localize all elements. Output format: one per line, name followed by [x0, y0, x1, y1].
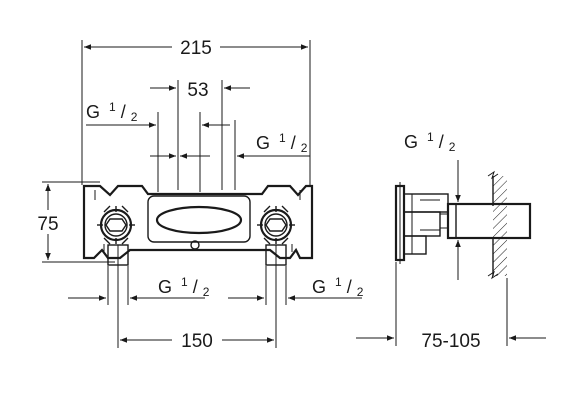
thread-slash: /	[121, 102, 126, 122]
dimension-depth-range: 75-105	[421, 331, 480, 352]
dimension-75-105: 75-105	[356, 262, 546, 352]
thread-label-inner-left: G 1 / 2	[86, 95, 230, 192]
thread-slash: /	[347, 277, 352, 297]
thread-denominator: 2	[301, 141, 308, 155]
thread-prefix: G	[158, 277, 172, 297]
thread-denominator: 2	[449, 140, 456, 154]
svg-text:G 1 / 2: G 1 / 2	[158, 270, 210, 299]
center-oval-opening	[155, 205, 243, 235]
svg-text:G 1 / 2: G 1 / 2	[86, 95, 138, 124]
thread-slash: /	[439, 132, 444, 152]
thread-label-side: G 1 / 2	[404, 125, 470, 280]
thread-numerator: 1	[181, 275, 188, 289]
dimension-150: 150	[117, 265, 277, 352]
thread-denominator: 2	[131, 110, 138, 124]
thread-denominator: 2	[357, 285, 364, 299]
thread-numerator: 1	[109, 100, 116, 114]
thread-prefix: G	[256, 133, 270, 153]
right-valve-connector	[257, 205, 295, 266]
thread-prefix: G	[86, 102, 100, 122]
dimension-total-width: 215	[180, 38, 212, 59]
dimension-outlet-spacing: 150	[181, 331, 213, 352]
svg-text:G 1 / 2: G 1 / 2	[312, 270, 364, 299]
svg-text:G 1 / 2: G 1 / 2	[256, 126, 308, 155]
center-screw-hole	[190, 240, 200, 250]
thread-denominator: 2	[203, 285, 210, 299]
thread-label-lower-right: G 1 / 2	[228, 266, 364, 305]
dimension-center-gap: 53	[187, 80, 208, 101]
thread-numerator: 1	[427, 130, 434, 144]
left-valve-connector	[97, 205, 135, 266]
thread-prefix: G	[404, 132, 418, 152]
thread-label-inner-right: G 1 / 2	[150, 120, 310, 190]
wall-section	[487, 170, 507, 280]
dimension-75: 75	[32, 181, 115, 263]
thread-numerator: 1	[279, 131, 286, 145]
dimension-height: 75	[37, 214, 58, 235]
thread-numerator: 1	[335, 275, 342, 289]
side-view-body	[394, 182, 532, 264]
thread-slash: /	[291, 133, 296, 153]
thread-prefix: G	[312, 277, 326, 297]
thread-slash: /	[193, 277, 198, 297]
dimension-215: 215	[81, 34, 311, 185]
svg-text:G 1 / 2: G 1 / 2	[404, 125, 456, 154]
thread-label-lower-left: G 1 / 2	[68, 266, 210, 305]
